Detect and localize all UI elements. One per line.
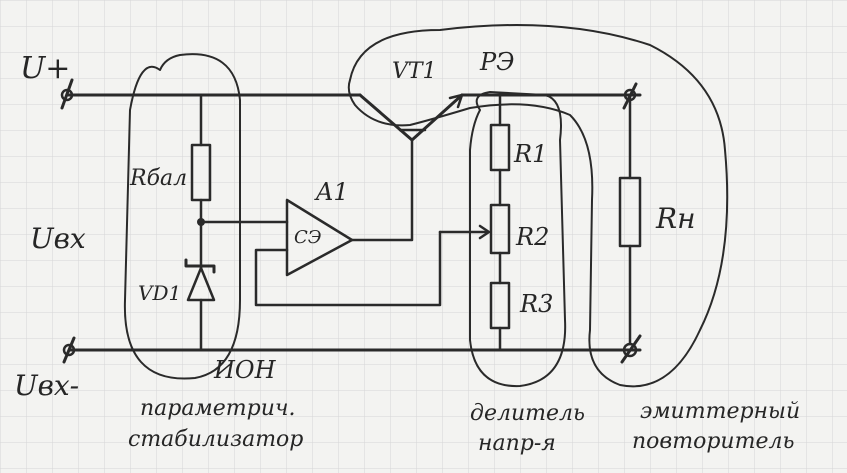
ion-branch [184, 93, 216, 352]
caption-divider: делитель [470, 401, 585, 426]
voltage-divider [438, 93, 511, 352]
caption-ion-line2: параметрич. [140, 396, 296, 421]
terminal-out-minus [620, 334, 642, 364]
caption-ion: ИОН [213, 356, 277, 384]
label-r1: R1 [513, 140, 547, 168]
follower-outline [347, 24, 729, 388]
terminal-u-plus-dot [60, 88, 74, 102]
label-u-plus: U+ [20, 51, 70, 86]
label-r-bal: Rбал [129, 166, 187, 191]
a1-amplifier [199, 138, 442, 307]
vt1-transistor [358, 93, 464, 142]
ion-outline [123, 53, 241, 380]
terminal-u-minus [62, 336, 76, 364]
label-r-load: Rн [655, 202, 696, 235]
terminal-u-plus [60, 78, 74, 110]
caption-divider-line2: напр-я [478, 431, 556, 456]
caption-ion-line3: стабилизатор [128, 427, 303, 452]
caption-follower-line2: повторитель [632, 429, 794, 454]
label-r2: R2 [515, 223, 549, 251]
label-u-in-minus: Uвх- [14, 369, 79, 402]
label-u-in: Uвх [30, 222, 86, 255]
label-vd1: VD1 [138, 281, 181, 305]
label-vt1: VT1 [392, 59, 437, 84]
terminal-u-minus-dot [62, 343, 76, 357]
divider-outline [469, 91, 567, 388]
label-re: РЭ [479, 48, 515, 76]
caption-follower: эмиттерный [640, 399, 800, 424]
load-branch [618, 93, 642, 346]
label-a1: A1 [314, 178, 349, 206]
label-ce: СЭ [294, 227, 322, 248]
label-r3: R3 [519, 290, 553, 318]
